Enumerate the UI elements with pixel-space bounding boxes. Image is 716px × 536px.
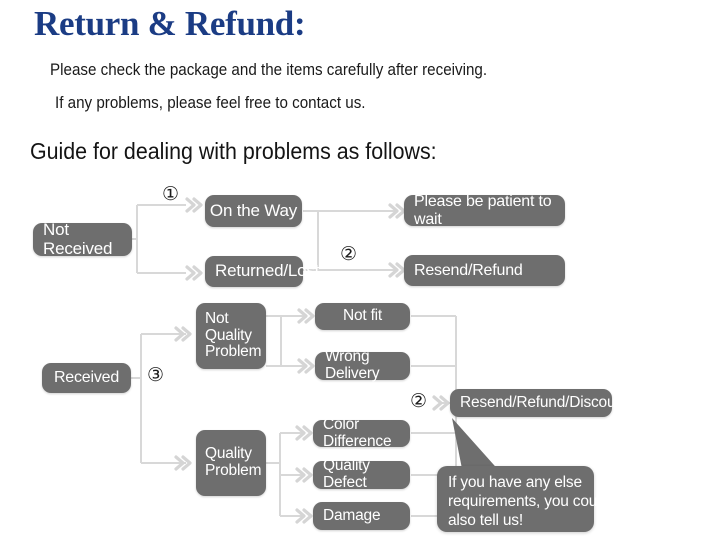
node-received[interactable]: Received: [42, 363, 131, 393]
node-label: Quality Defect: [323, 457, 370, 491]
node-label: Damage: [323, 506, 381, 524]
node-not-received[interactable]: Not Received: [33, 220, 132, 258]
node-damage[interactable]: Damage: [313, 502, 410, 530]
node-label: Not Quality Problem: [205, 309, 266, 361]
node-wrong-delivery[interactable]: Wrong Delivery: [315, 348, 410, 382]
node-quality-problem[interactable]: Quality Problem: [196, 430, 266, 496]
marker-2-bottom: ②: [410, 391, 428, 412]
guide-heading: Guide for dealing with problems as follo…: [30, 138, 437, 164]
node-resend-refund-discount[interactable]: Resend/Refund/Discount: [450, 389, 628, 417]
marker-1-top: ①: [162, 184, 180, 205]
node-please-be-patient[interactable]: Please be patient to wait: [404, 193, 565, 228]
callout-line-3: also tell us!: [448, 511, 523, 529]
node-not-quality-problem[interactable]: Not Quality Problem: [196, 303, 266, 369]
node-label: Returned/Lost: [215, 261, 320, 281]
node-on-the-way[interactable]: On the Way: [205, 195, 302, 227]
node-label: Quality Problem: [205, 446, 266, 479]
node-label: Not Received: [43, 220, 113, 258]
node-quality-defect[interactable]: Quality Defect: [313, 457, 410, 491]
marker-2-top: ②: [340, 244, 358, 265]
callout-bubble: If you have any else requirements, you c…: [437, 466, 609, 532]
node-label: Wrong Delivery: [325, 348, 380, 382]
node-label: Color Difference: [323, 415, 392, 450]
node-label: Not fit: [342, 307, 383, 325]
node-label-line-1: Quality: [205, 445, 252, 463]
node-label: Received: [53, 369, 120, 387]
node-label-line-2: Problem: [205, 462, 262, 479]
intro-line-2: If any problems, please feel free to con…: [55, 94, 366, 112]
intro-line-1: Please check the package and the items c…: [50, 61, 488, 79]
node-color-difference[interactable]: Color Difference: [313, 415, 410, 450]
node-label-line-2: Quality: [205, 326, 252, 344]
node-label-line-1: Not: [205, 309, 229, 327]
page-title: Return & Refund:: [34, 4, 306, 43]
node-label: Resend/Refund/Discount: [460, 393, 628, 411]
marker-3-bottom: ③: [147, 365, 165, 386]
node-returned-lost[interactable]: Returned/Lost: [205, 256, 320, 287]
node-label: On the Way: [209, 200, 298, 220]
node-resend-refund[interactable]: Resend/Refund: [404, 255, 565, 286]
node-label-line-3: Problem: [205, 343, 262, 361]
node-not-fit[interactable]: Not fit: [315, 303, 410, 330]
node-label: Please be patient to wait: [414, 193, 552, 228]
callout-line-1: If you have any else: [448, 474, 582, 491]
node-label: Resend/Refund: [414, 261, 523, 279]
callout-line-2: requirements, you could: [448, 492, 609, 510]
